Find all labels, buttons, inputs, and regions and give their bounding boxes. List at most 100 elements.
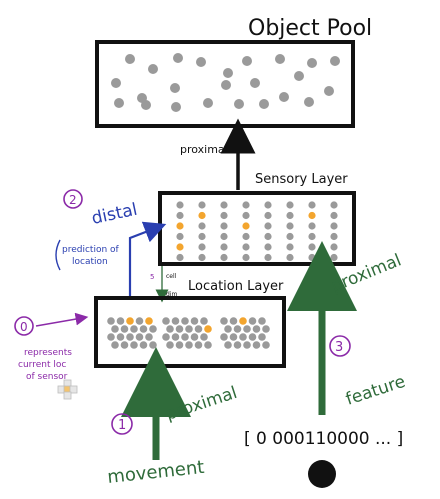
sensory-cell xyxy=(220,253,228,262)
step-3-circle xyxy=(329,335,351,357)
sensory-cell xyxy=(264,211,272,220)
sensory-cell xyxy=(330,222,338,230)
location-cell xyxy=(262,341,270,349)
location-cell xyxy=(120,341,129,349)
step-2-circle xyxy=(63,189,83,209)
pool-cell xyxy=(170,83,180,93)
location-cell xyxy=(166,341,174,349)
feature-label: feature xyxy=(343,372,408,410)
location-cell xyxy=(107,333,115,341)
location-cell xyxy=(185,341,193,349)
sensory-cell xyxy=(220,232,228,241)
pool-cell xyxy=(111,78,121,88)
sensory-cell xyxy=(264,253,272,262)
pool-cell xyxy=(196,57,206,67)
sensory-cell xyxy=(264,222,272,230)
pool-cell xyxy=(223,68,233,78)
sensory-cell xyxy=(176,201,184,209)
location-cell xyxy=(200,317,208,325)
sensor-dot xyxy=(308,460,336,488)
location-cell xyxy=(229,317,238,325)
step-0-circle xyxy=(14,316,34,336)
location-cell xyxy=(252,341,261,349)
represents-line-1: represents xyxy=(24,348,72,358)
location-cell xyxy=(135,317,144,325)
sensory-cell xyxy=(242,243,250,251)
proximal-label-top: proximal xyxy=(180,143,228,156)
location-cell xyxy=(130,325,138,333)
pool-cell xyxy=(173,53,183,63)
sensory-cell xyxy=(308,232,316,241)
sensory-cell xyxy=(264,243,272,251)
location-cell xyxy=(111,341,119,349)
sensory-cell xyxy=(198,253,206,262)
sensory-cell xyxy=(308,253,316,262)
location-cell xyxy=(171,333,180,341)
sensory-cell xyxy=(286,222,294,230)
proximal-label-right: proximal xyxy=(328,250,404,296)
object-pool-title: Object Pool xyxy=(248,16,372,41)
location-cell xyxy=(248,333,257,341)
sensory-cell xyxy=(198,211,206,220)
sensory-cell xyxy=(242,201,250,209)
prediction-line-1: prediction of xyxy=(62,245,120,255)
sensory-cell xyxy=(286,201,294,209)
location-cell xyxy=(149,341,157,349)
location-layer-cells xyxy=(107,317,270,349)
location-cell xyxy=(185,325,193,333)
location-cell xyxy=(194,341,203,349)
sensory-cell xyxy=(330,243,338,251)
small-note-3: dim xyxy=(166,291,177,298)
location-cell xyxy=(162,317,170,325)
pool-cell xyxy=(203,98,213,108)
pool-cell xyxy=(275,54,285,64)
location-cell xyxy=(166,325,174,333)
pool-cell xyxy=(148,64,158,74)
sensory-layer-label: Sensory Layer xyxy=(255,172,348,187)
location-cell xyxy=(248,317,257,325)
location-cell xyxy=(116,317,125,325)
sensory-cell xyxy=(330,211,338,220)
sensory-cell xyxy=(286,243,294,251)
location-cell xyxy=(107,317,115,325)
pool-cell xyxy=(250,78,260,88)
pool-cell xyxy=(324,86,334,96)
sensory-cell xyxy=(308,211,316,220)
location-cell xyxy=(171,317,180,325)
location-cell xyxy=(224,341,232,349)
location-cell xyxy=(126,333,134,341)
pool-cell xyxy=(330,56,340,66)
represents-line-3: of sensor xyxy=(26,372,68,382)
represents-line-2: current loc xyxy=(18,360,66,370)
location-cell xyxy=(262,325,270,333)
feature-sdr: [ 0 000110000 ... ] xyxy=(244,429,403,449)
location-cell xyxy=(120,325,129,333)
location-cell xyxy=(220,317,228,325)
sensory-cell xyxy=(198,201,206,209)
location-cell xyxy=(200,333,208,341)
location-cell xyxy=(229,333,238,341)
sensory-cell xyxy=(308,201,316,209)
pool-cell xyxy=(242,56,252,66)
pool-cell xyxy=(141,100,151,110)
location-cell xyxy=(139,341,148,349)
pool-cell xyxy=(125,54,135,64)
sensory-cell xyxy=(220,201,228,209)
pool-cell xyxy=(307,58,317,68)
prediction-line-2: location xyxy=(72,257,108,267)
location-cell xyxy=(233,341,242,349)
sensory-cell xyxy=(286,232,294,241)
location-cell xyxy=(149,325,157,333)
location-cell xyxy=(145,317,153,325)
pool-cell xyxy=(221,80,231,90)
sensory-layer-cells xyxy=(176,201,338,262)
sensory-cell xyxy=(176,253,184,262)
sensory-cell xyxy=(242,253,250,262)
location-cell xyxy=(190,333,199,341)
location-cell xyxy=(224,325,232,333)
proximal-label-left: proximal xyxy=(163,383,239,425)
location-cell xyxy=(175,325,184,333)
sensory-cell xyxy=(176,232,184,241)
step-0-number: 0 xyxy=(20,320,28,334)
sensory-cell xyxy=(220,211,228,220)
